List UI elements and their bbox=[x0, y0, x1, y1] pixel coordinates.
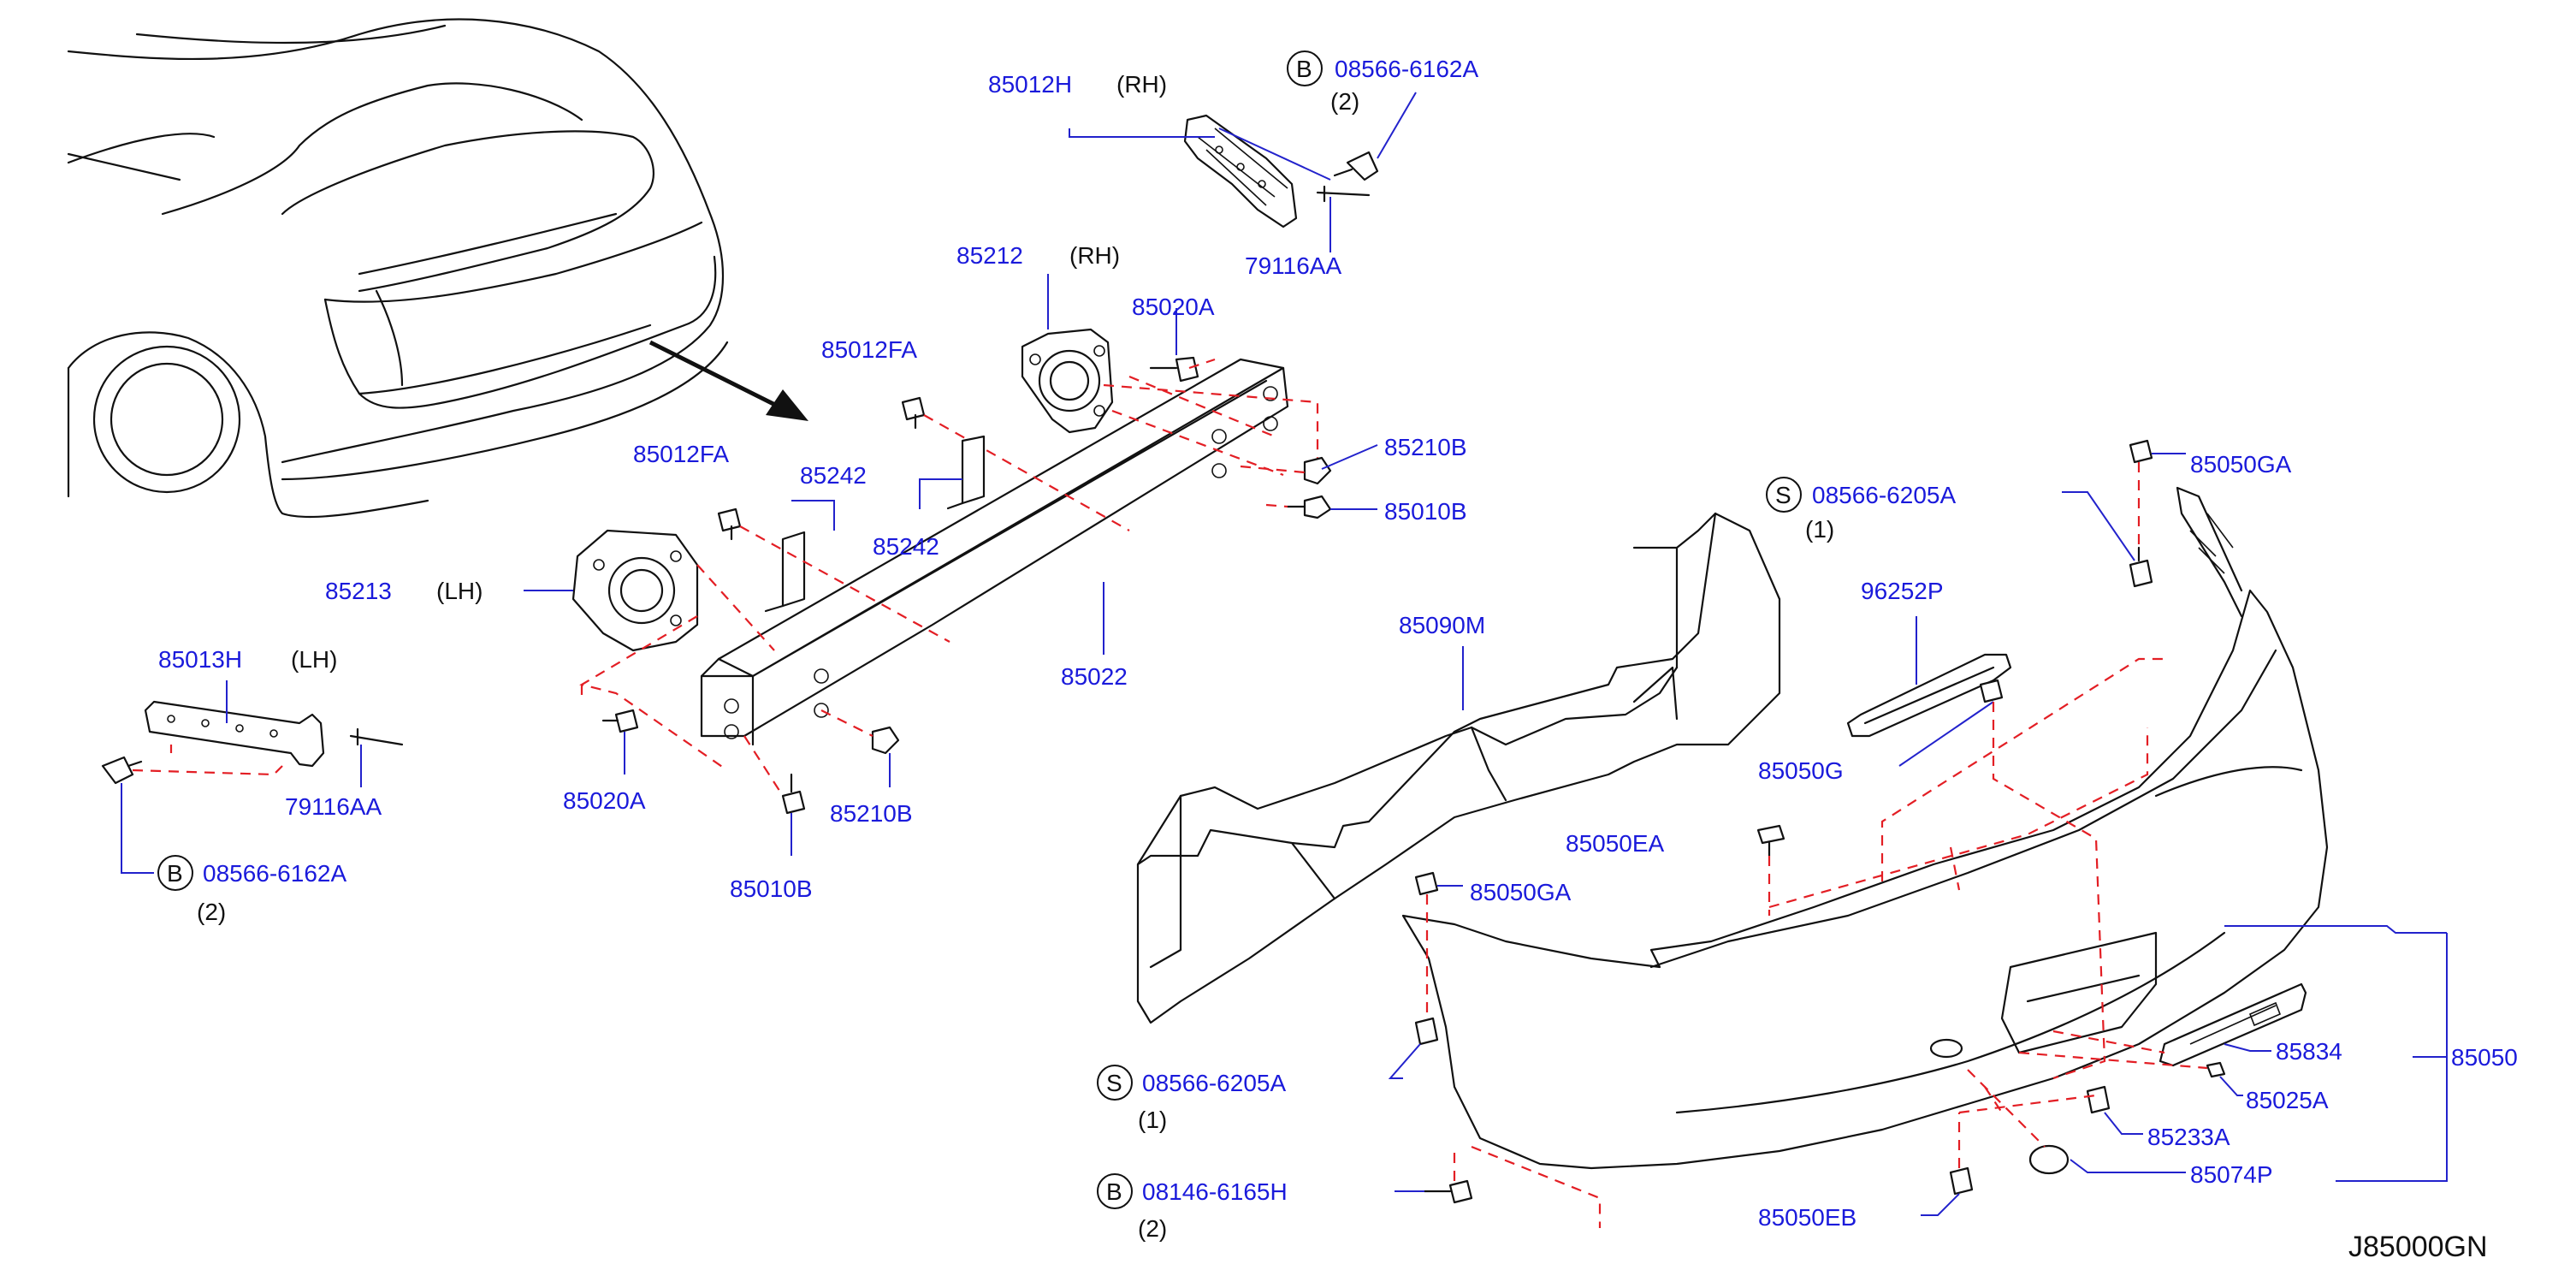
clip-85233A bbox=[2086, 1085, 2111, 1114]
bolt-85010B-top bbox=[1286, 495, 1332, 519]
label-08566-6162A-top: 08566-6162A bbox=[1335, 56, 1478, 82]
label-85050G: 85050G bbox=[1758, 757, 1844, 784]
callout-b-circle-bottom bbox=[1097, 1173, 1133, 1209]
label-08566-6162A-lh: 08566-6162A bbox=[203, 860, 346, 887]
label-85050EA: 85050EA bbox=[1566, 830, 1665, 857]
label-85213: 85213 bbox=[325, 578, 392, 604]
part-85074P-cap bbox=[2028, 1144, 2070, 1175]
callout-s-circle-lower bbox=[1097, 1065, 1133, 1101]
label-85233A: 85233A bbox=[2147, 1124, 2230, 1150]
part-85050-bumper-fascia bbox=[1401, 486, 2329, 1170]
label-qty-top: (2) bbox=[1330, 88, 1359, 115]
label-85242-upper: 85242 bbox=[800, 462, 867, 489]
clip-85050GA-left bbox=[1414, 871, 1439, 896]
clip-85050GA-top bbox=[2129, 439, 2153, 464]
label-85010B-top: 85010B bbox=[1384, 498, 1467, 525]
label-qty-lh: (2) bbox=[197, 899, 226, 925]
bolt-08146-6165H bbox=[1423, 1179, 1473, 1204]
label-79116AA-lh: 79116AA bbox=[285, 793, 382, 820]
label-85012FA-top: 85012FA bbox=[821, 336, 917, 363]
screw-08566-6162A-top bbox=[1333, 151, 1379, 181]
label-85025A: 85025A bbox=[2246, 1087, 2329, 1113]
part-85834-bracket bbox=[2159, 982, 2307, 1067]
label-85213-side: (LH) bbox=[436, 578, 483, 604]
label-85013H: 85013H bbox=[158, 646, 242, 673]
part-85090M-absorber bbox=[1136, 512, 1781, 1024]
label-85013H-side: (LH) bbox=[291, 646, 337, 673]
callout-b-circle-top bbox=[1287, 50, 1323, 86]
label-85834: 85834 bbox=[2276, 1038, 2342, 1065]
label-callout-b-top: B bbox=[1296, 56, 1312, 82]
label-85074P: 85074P bbox=[2190, 1161, 2273, 1188]
direction-arrow bbox=[648, 340, 808, 421]
label-qty-bottom: (2) bbox=[1138, 1215, 1167, 1242]
nut-85210B-top bbox=[1303, 456, 1332, 485]
label-85022: 85022 bbox=[1061, 663, 1128, 690]
callout-b-circle-lh bbox=[157, 855, 193, 891]
label-85020A-top: 85020A bbox=[1132, 294, 1215, 320]
part-85013H-bracket bbox=[144, 700, 325, 768]
vehicle-rear-illustration bbox=[67, 18, 729, 519]
label-08566-6205A-top: 08566-6205A bbox=[1812, 482, 1956, 508]
label-85050GA-top: 85050GA bbox=[2190, 451, 2292, 478]
part-85242-bracket-lower bbox=[764, 531, 806, 613]
label-85012H-side: (RH) bbox=[1116, 71, 1167, 98]
clip-85050EA bbox=[1756, 824, 1785, 858]
label-85050: 85050 bbox=[2451, 1044, 2518, 1071]
label-85010B-lower: 85010B bbox=[730, 875, 813, 902]
callout-s-circle-top bbox=[1766, 477, 1802, 513]
clip-85025A bbox=[2206, 1061, 2226, 1078]
label-qty-s-top: (1) bbox=[1805, 516, 1834, 543]
clip-85050EB bbox=[1949, 1166, 1974, 1196]
diagram-reference-code: J85000GN bbox=[2348, 1231, 2488, 1263]
clip-85012FA-lower bbox=[717, 507, 742, 541]
label-85210B-lower: 85210B bbox=[830, 800, 913, 827]
label-85242-lower: 85242 bbox=[873, 533, 939, 560]
label-85212: 85212 bbox=[956, 242, 1023, 269]
part-96252P-bracket bbox=[1846, 653, 2012, 738]
label-08146-6165H: 08146-6165H bbox=[1142, 1178, 1288, 1205]
screw-08566-6205A-lower bbox=[1414, 1017, 1439, 1046]
part-85242-bracket-upper bbox=[946, 435, 986, 510]
label-callout-s-top: S bbox=[1775, 482, 1791, 508]
label-85050GA-left: 85050GA bbox=[1470, 879, 1572, 905]
label-85210B-top: 85210B bbox=[1384, 434, 1467, 460]
part-85012H-bracket bbox=[1183, 114, 1298, 228]
part-85212-stay bbox=[1021, 328, 1114, 434]
label-08566-6205A-lower: 08566-6205A bbox=[1142, 1070, 1286, 1096]
label-85050EB: 85050EB bbox=[1758, 1204, 1856, 1231]
screw-08566-6205A-top bbox=[2129, 546, 2153, 588]
label-85090M: 85090M bbox=[1399, 612, 1485, 638]
clip-85050G bbox=[1979, 679, 2004, 703]
label-qty-s-lower: (1) bbox=[1138, 1107, 1167, 1133]
label-85012H: 85012H bbox=[988, 71, 1072, 98]
label-96252P: 96252P bbox=[1861, 578, 1944, 604]
part-85213-stay bbox=[571, 529, 699, 652]
nut-85210B-lower bbox=[871, 726, 900, 755]
label-85012FA-lower: 85012FA bbox=[633, 441, 729, 467]
label-85020A-lower: 85020A bbox=[563, 787, 646, 814]
label-85212-side: (RH) bbox=[1069, 242, 1120, 269]
clip-79116AA-lh bbox=[349, 727, 404, 746]
bolt-85010B-lower bbox=[781, 773, 806, 815]
label-callout-b-bottom: B bbox=[1106, 1178, 1122, 1205]
bolt-85020A-top bbox=[1149, 356, 1199, 383]
screw-08566-6162A-lh bbox=[101, 756, 143, 785]
label-callout-b-lh: B bbox=[167, 860, 183, 887]
bolt-85020A-lower bbox=[601, 709, 639, 733]
clip-79116AA-top bbox=[1316, 185, 1371, 203]
label-79116AA-top: 79116AA bbox=[1245, 252, 1341, 279]
clip-85012FA-top bbox=[901, 396, 926, 430]
part-85022-beam bbox=[700, 358, 1289, 746]
label-callout-s-lower: S bbox=[1106, 1070, 1122, 1096]
